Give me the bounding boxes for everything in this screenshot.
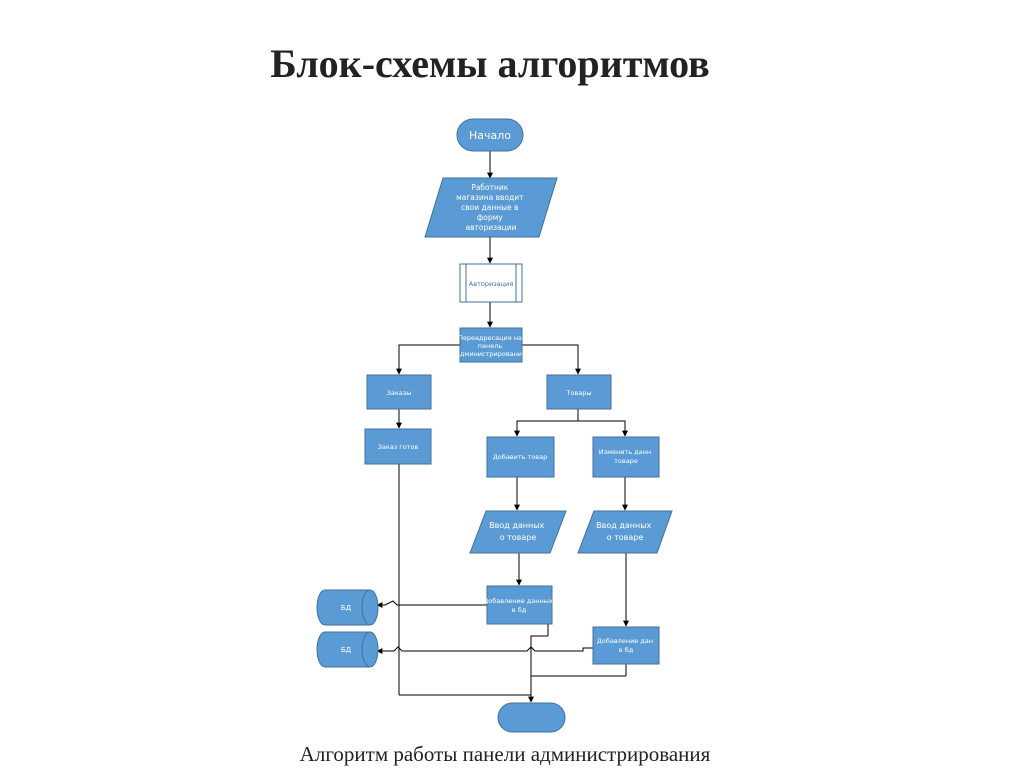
svg-text:Работник магазина вводит: Работник магазина вводит свои данные в ф… <box>456 183 526 232</box>
db-2-label: БД <box>341 646 352 654</box>
auth-label: Авторизация <box>469 280 513 288</box>
order-ready-label: Заказ готов <box>378 443 419 451</box>
db-1-label: БД <box>341 604 352 612</box>
svg-text:Добавление данных в бд: Добавление данных в бд <box>483 597 555 614</box>
svg-text:Ввод данных о товаре: Ввод данных о товаре <box>489 521 547 542</box>
start-terminator: Начало <box>456 118 524 152</box>
slide-caption: Алгоритм работы панели администрирования <box>299 742 711 766</box>
goods-process: Товары <box>546 374 612 410</box>
slide-title: Блок-схемы алгоритмов <box>270 41 710 86</box>
input-product-add: Ввод данных о товаре <box>469 510 567 554</box>
add-product-label: Добавить товар <box>493 453 548 461</box>
redirect-process: Переадресация на панель администрировани… <box>456 327 526 363</box>
auth-subprocess: Авторизация <box>459 263 523 303</box>
database-2: БД <box>316 631 379 668</box>
input-auth-data: Работник магазина вводит свои данные в ф… <box>424 177 558 238</box>
connectors <box>376 150 629 703</box>
edit-product-process: Изменить данн товаре <box>592 436 660 478</box>
input-product-edit: Ввод данных о товаре <box>577 510 673 554</box>
svg-text:Ввод данных о товаре: Ввод данных о товаре <box>596 521 654 542</box>
add-product-process: Добавить товар <box>486 436 555 478</box>
svg-text:Изменить данн товаре: Изменить данн товаре <box>599 448 653 465</box>
order-ready-process: Заказ готов <box>364 428 432 465</box>
save-to-db-process: Добавление дан в бд <box>592 626 660 665</box>
orders-process: Заказы <box>366 374 432 410</box>
database-1: БД <box>316 589 379 626</box>
start-label: Начало <box>469 129 511 142</box>
svg-text:Переадресация на панель: Переадресация на панель администрировани… <box>456 334 526 358</box>
svg-text:Добавление дан в бд: Добавление дан в бд <box>597 637 655 654</box>
add-to-db-process: Добавление данных в бд <box>483 585 555 625</box>
end-terminator <box>497 702 566 733</box>
orders-label: Заказы <box>387 389 412 397</box>
goods-label: Товары <box>565 389 591 397</box>
